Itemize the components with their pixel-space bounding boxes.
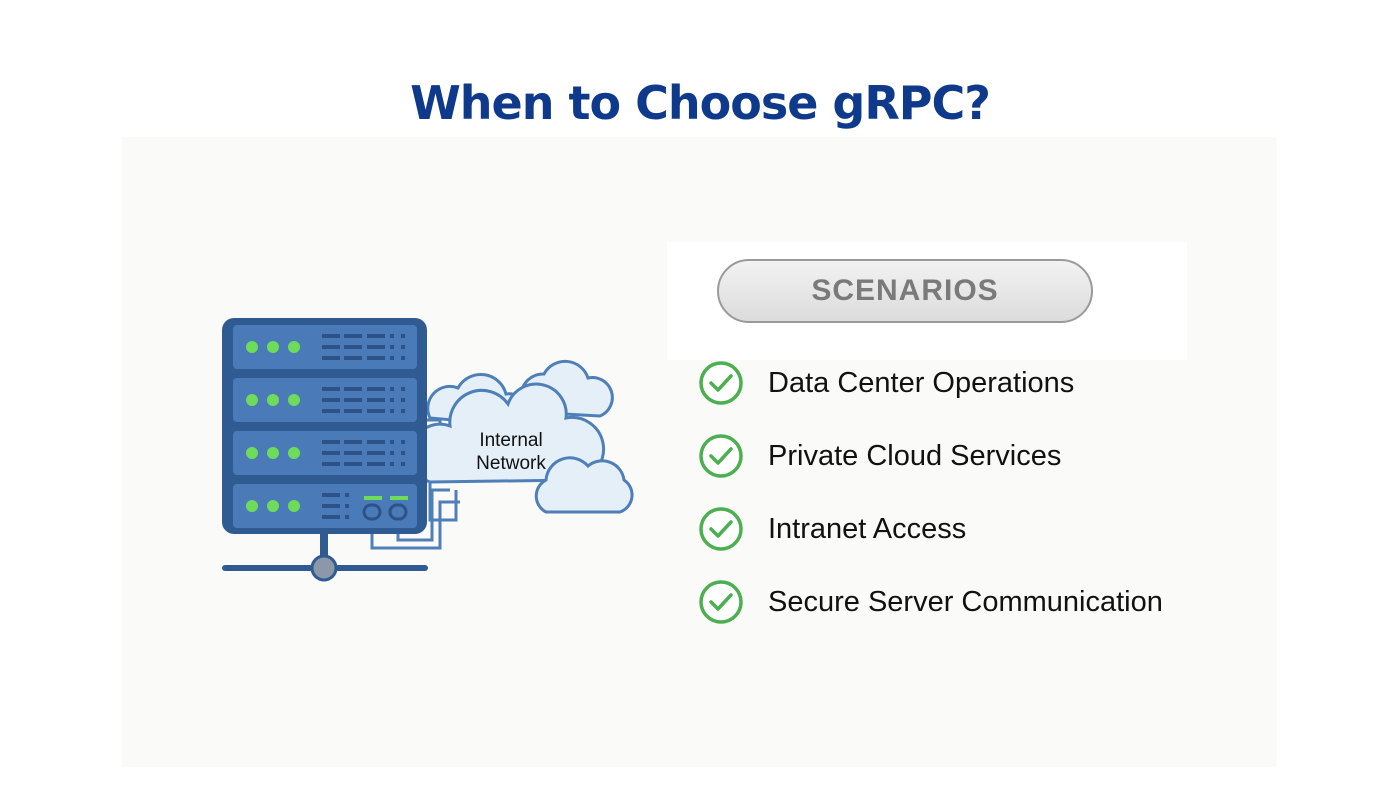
server-rack-icon — [222, 318, 428, 582]
list-item-label: Secure Server Communication — [768, 585, 1163, 618]
server-unit — [233, 431, 417, 475]
check-circle-icon — [699, 580, 743, 624]
list-item: Data Center Operations — [698, 359, 1074, 407]
list-item-label: Intranet Access — [768, 512, 967, 545]
list-item: Private Cloud Services — [698, 432, 1061, 480]
cloud-label-line1: Internal — [479, 430, 542, 451]
scenarios-label: SCENARIOS — [717, 259, 1093, 323]
page-title: When to Choose gRPC? — [410, 76, 991, 130]
check-circle-icon — [699, 507, 743, 551]
server-unit — [233, 325, 417, 369]
check-circle-icon — [699, 361, 743, 405]
list-item-label: Data Center Operations — [768, 366, 1075, 399]
list-item: Intranet Access — [698, 505, 966, 553]
server-unit — [233, 378, 417, 422]
cloud-label-line2: Network — [476, 453, 546, 474]
list-item: Secure Server Communication — [698, 578, 1163, 626]
server-network-illustration: Internal Network — [222, 318, 634, 582]
list-item-label: Private Cloud Services — [768, 439, 1062, 472]
check-circle-icon — [699, 434, 743, 478]
server-unit — [233, 484, 417, 528]
